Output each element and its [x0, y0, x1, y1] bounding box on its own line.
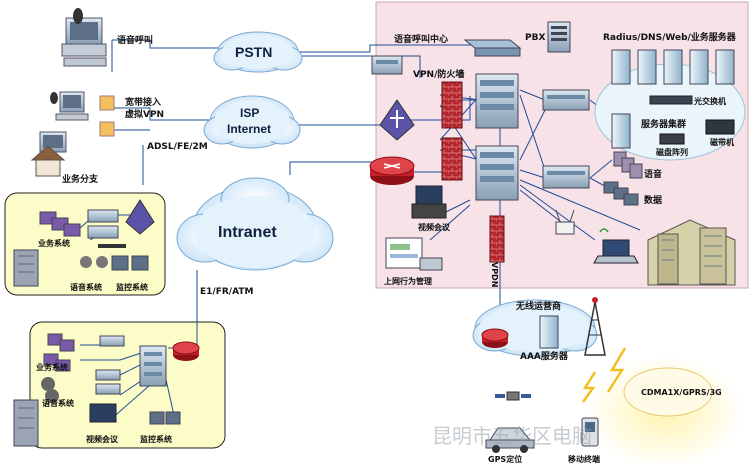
label-cluster: 服务器集群 [641, 120, 687, 130]
voice-phones [613, 151, 643, 179]
isp-cloud [203, 95, 301, 149]
label-video-conf: 视频会议 [418, 223, 450, 232]
wireless-ap [555, 209, 575, 235]
label-aaa: AAA服务器 [520, 352, 568, 362]
label-monitor-sys-2: 监控系统 [140, 435, 172, 444]
wireless-cloud [472, 299, 598, 357]
label-pbx: PBX [525, 33, 546, 43]
behavior-monitor [385, 237, 443, 271]
cluster-server [611, 113, 631, 149]
internet-label: Internet [227, 122, 272, 136]
wireless-router [481, 328, 509, 348]
label-gps: GPS定位 [488, 455, 523, 464]
cell-tower [584, 297, 606, 356]
label-adsl: ADSL/FE/2M [147, 142, 208, 152]
pstn-cloud [213, 31, 303, 73]
hq-pstn-gateway [371, 55, 403, 75]
firewall-2 [441, 137, 463, 181]
pbx-device [547, 21, 571, 53]
hq-router [369, 156, 415, 185]
hq-building [647, 219, 736, 286]
data-pcs [603, 181, 639, 206]
broadband-users [30, 91, 115, 177]
label-behavior: 上网行为管理 [384, 277, 432, 286]
laptop [593, 228, 639, 264]
firewall-1 [441, 81, 463, 129]
tape-drive [705, 119, 735, 135]
intranet-label: Intranet [218, 224, 277, 241]
label-servers: Radius/DNS/Web/业务服务器 [603, 33, 736, 43]
label-wireless: 无线运营商 [516, 302, 562, 312]
mobile-terminal [581, 417, 599, 447]
label-mobile: 移动终端 [568, 455, 600, 464]
gps-satellite [495, 391, 531, 401]
watermark: 昆明市五华区电脑 [432, 424, 592, 448]
gps-car [485, 427, 535, 453]
signal-bolt-2 [581, 371, 597, 403]
core-switch-1 [475, 73, 519, 129]
isp-router-icon [379, 99, 415, 141]
distribution-switch-2 [542, 165, 590, 189]
label-biz-sys-1: 业务系统 [38, 239, 70, 248]
core-switch-2 [475, 145, 519, 201]
aaa-server [539, 315, 559, 349]
label-broadband: 宽带接入 [125, 98, 162, 108]
optical-switch [649, 95, 693, 105]
distribution-switch-1 [542, 89, 590, 111]
label-voice: 语音 [644, 170, 663, 180]
phone-terminal [61, 8, 107, 67]
label-vpdn: VPDN [490, 262, 499, 288]
label-call-center: 语音呼叫中心 [394, 35, 449, 45]
branch-top-devices [13, 199, 155, 287]
branch-bottom-devices [13, 333, 181, 447]
label-voice-call: 语音呼叫 [117, 36, 154, 46]
label-e1: E1/FR/ATM [200, 287, 254, 297]
label-disk: 磁盘阵列 [656, 148, 688, 157]
call-center-device [463, 39, 522, 57]
label-biz-sys-2: 业务系统 [36, 363, 68, 372]
video-conference-unit [411, 185, 447, 219]
intranet-cloud [176, 177, 334, 271]
pstn-label: PSTN [235, 44, 273, 60]
label-monitor-sys-1: 监控系统 [116, 283, 148, 292]
label-voice-sys-1: 语音系统 [70, 283, 102, 292]
signal-bolt-1 [606, 347, 627, 393]
label-branch: 业务分支 [62, 175, 99, 185]
disk-array [659, 133, 685, 145]
label-video-conf-2: 视频会议 [86, 435, 118, 444]
label-vpn: 虚拟VPN [125, 110, 165, 120]
label-cdma: CDMA1X/GPRS/3G [641, 388, 722, 397]
isp-label: ISP [240, 106, 260, 120]
label-tape: 磁带机 [710, 138, 734, 147]
vpdn-firewall [489, 215, 505, 263]
label-voice-sys-2: 语音系统 [42, 399, 74, 408]
branch-router [172, 341, 200, 361]
label-data: 数据 [644, 196, 663, 206]
server-rack-row [611, 49, 735, 85]
label-firewall: VPN/防火墙 [413, 70, 465, 80]
label-optical: 光交换机 [694, 97, 726, 106]
